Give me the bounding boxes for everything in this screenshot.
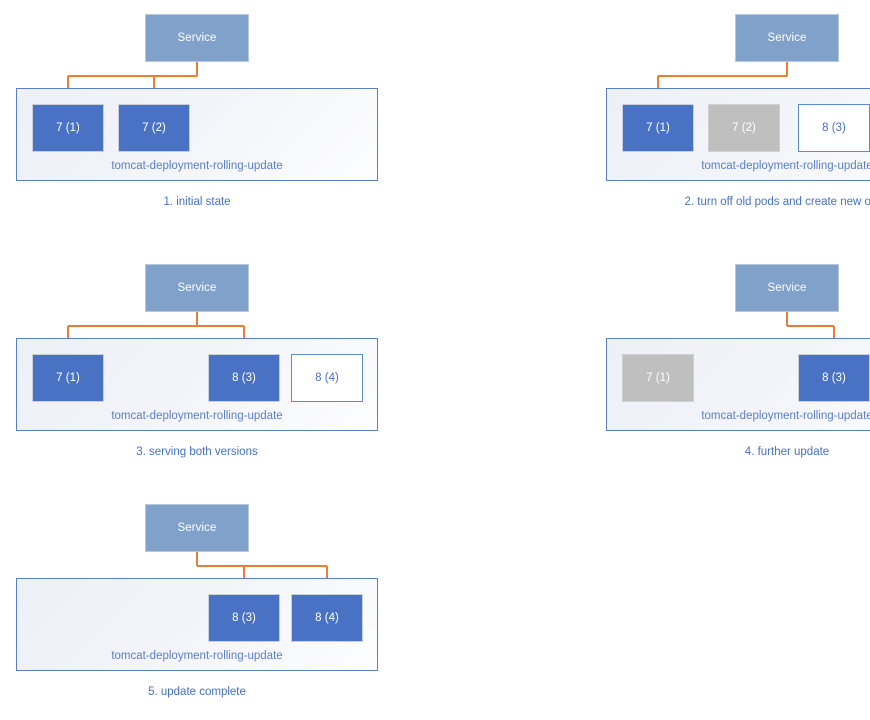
- pod-box[interactable]: 7 (1): [622, 104, 694, 152]
- deployment-name-label: tomcat-deployment-rolling-update: [111, 650, 283, 662]
- pod-box[interactable]: 8 (3): [208, 354, 280, 402]
- panel-caption: 1. initial state: [163, 196, 231, 208]
- pod-box[interactable]: 8 (3): [798, 104, 870, 152]
- service-label: Service: [177, 282, 217, 294]
- service-box[interactable]: Service: [145, 14, 249, 62]
- deployment-name-label: tomcat-deployment-rolling-update: [701, 410, 870, 422]
- service-box[interactable]: Service: [735, 14, 839, 62]
- service-box[interactable]: Service: [735, 264, 839, 312]
- panel-caption: 5. update complete: [148, 686, 246, 698]
- pod-box[interactable]: 8 (3): [208, 594, 280, 642]
- service-box[interactable]: Service: [145, 504, 249, 552]
- diagram-panel-2: 7 (1) 7 (2) 8 (3) tomcat-deployment-rolling…: [590, 0, 870, 230]
- service-label: Service: [177, 32, 217, 44]
- panel-caption: 2. turn off old pods and create new ones: [684, 196, 870, 208]
- service-label: Service: [767, 282, 807, 294]
- diagram-panel-5: 8 (3)8 (4) tomcat-deployment-rolling-upda…: [0, 490, 394, 720]
- panel-caption: 3. serving both versions: [136, 446, 258, 458]
- pod-box[interactable]: 8 (3): [798, 354, 870, 402]
- deployment-name-label: tomcat-deployment-rolling-update: [111, 160, 283, 172]
- diagram-panel-3: 7 (1) 8 (3)8 (4) tomcat-deployment-rolling…: [0, 250, 394, 480]
- pod-box[interactable]: 7 (1): [32, 104, 104, 152]
- pod-box[interactable]: 7 (2): [708, 104, 780, 152]
- service-label: Service: [767, 32, 807, 44]
- pod-box[interactable]: 8 (4): [291, 594, 363, 642]
- deployment-name-label: tomcat-deployment-rolling-update: [111, 410, 283, 422]
- deployment-name-label: tomcat-deployment-rolling-update: [701, 160, 870, 172]
- pod-box[interactable]: 7 (1): [622, 354, 694, 402]
- pod-box[interactable]: 7 (2): [118, 104, 190, 152]
- service-box[interactable]: Service: [145, 264, 249, 312]
- pod-box[interactable]: 7 (1): [32, 354, 104, 402]
- panel-caption: 4. further update: [744, 446, 830, 458]
- diagram-panel-1: 7 (1) 7 (2) tomcat-deployment-rolling-upda…: [0, 0, 394, 230]
- diagram-panel-4: 7 (1)8 (3)8 (4)tomcat-deployment-rolling…: [590, 250, 870, 480]
- pod-box[interactable]: 8 (4): [291, 354, 363, 402]
- service-label: Service: [177, 522, 217, 534]
